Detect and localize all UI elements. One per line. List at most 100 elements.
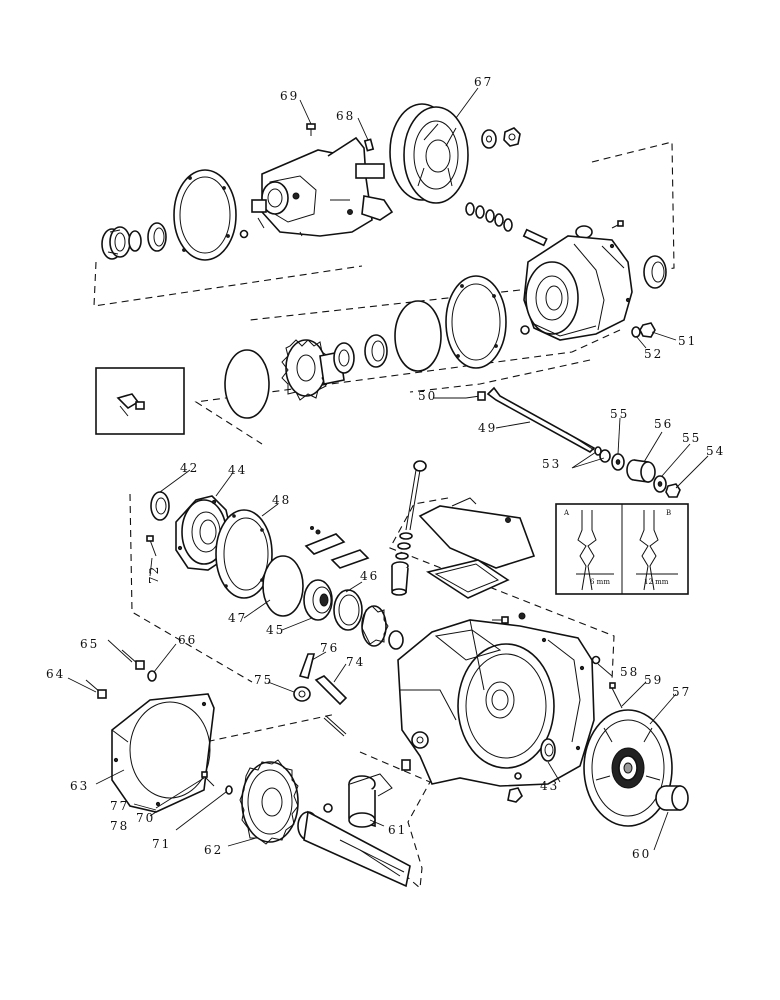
middle-gasket — [445, 275, 507, 369]
callout-57: 57 — [672, 685, 691, 699]
dipstick — [395, 460, 427, 560]
callout-69: 69 — [280, 89, 299, 103]
dowel-pin — [522, 228, 548, 247]
seal-42 — [150, 491, 170, 521]
callout-63: 63 — [70, 779, 89, 793]
shift-shaft-74 — [314, 675, 348, 737]
callout-64: 64 — [46, 667, 65, 681]
callout-72: 72 — [147, 565, 161, 584]
cover-screw — [492, 612, 526, 624]
shim-46 — [333, 589, 363, 631]
housing-o-ring — [520, 325, 530, 335]
callout-48: 48 — [272, 493, 291, 507]
pin-68 — [363, 138, 375, 152]
small-screw — [611, 220, 624, 229]
drain-plug — [507, 772, 523, 803]
inset-dim-a: 6 mm — [590, 578, 610, 586]
callout-67: 67 — [474, 75, 493, 89]
inset-frame — [95, 367, 185, 435]
callout-54: 54 — [706, 444, 725, 458]
small-o-ring — [239, 229, 249, 239]
callout-50: 50 — [418, 389, 437, 403]
callout-43: 43 — [540, 779, 559, 793]
rear-seal — [643, 255, 667, 289]
inset-label-a: A — [563, 509, 570, 517]
rear-housing — [523, 235, 633, 341]
lower-assembly-dashed-outline — [129, 493, 615, 890]
callout-75: 75 — [254, 673, 273, 687]
callout-44: 44 — [228, 463, 247, 477]
sleeve-61 — [348, 773, 393, 828]
callout-71: 71 — [152, 837, 171, 851]
bolt-50 — [465, 391, 486, 401]
callout-58: 58 — [620, 665, 639, 679]
callout-55b: 55 — [682, 431, 701, 445]
inset-label-b: B — [666, 509, 671, 517]
callout-77: 77 — [110, 799, 129, 813]
nut-51 — [639, 322, 656, 338]
pulley-nut — [503, 127, 521, 147]
control-rod-49 — [486, 386, 596, 453]
clutch-disc — [583, 709, 673, 827]
pulley — [389, 103, 469, 204]
pin-hole — [323, 803, 333, 813]
lever-76 — [293, 653, 316, 702]
callout-74: 74 — [346, 655, 365, 669]
callout-42: 42 — [180, 461, 199, 475]
spacer-56 — [626, 459, 656, 483]
callout-46: 46 — [360, 569, 379, 583]
callout-52: 52 — [644, 347, 663, 361]
pinion-bearing-cup — [364, 334, 388, 368]
pump-housing — [251, 136, 394, 237]
middle-to-lower-dashed-link — [409, 359, 591, 393]
release-bearing-60 — [655, 785, 689, 811]
callout-51: 51 — [678, 334, 697, 348]
dipstick-tube — [391, 561, 409, 596]
inset-dim-b: 12 mm — [644, 578, 669, 586]
bevel-pinion-gear — [281, 339, 345, 401]
output-shaft — [297, 810, 411, 888]
washer-66 — [147, 670, 157, 682]
callout-62: 62 — [204, 843, 223, 857]
callout-59: 59 — [644, 673, 663, 687]
callout-68: 68 — [336, 109, 355, 123]
o-ring-47 — [262, 555, 304, 617]
inset-labels: A B 6 mm 12 mm — [563, 509, 671, 586]
callout-53: 53 — [542, 457, 561, 471]
callout-76: 76 — [320, 641, 339, 655]
callout-45: 45 — [266, 623, 285, 637]
large-o-ring-right — [394, 300, 442, 372]
callout-47: 47 — [228, 611, 247, 625]
small-bevel-gear — [361, 605, 404, 650]
bell-housing-63 — [111, 693, 215, 813]
bearing-cup — [147, 222, 167, 252]
washer-55-lower — [653, 475, 667, 493]
ring-gear-62 — [239, 759, 299, 845]
washer-55-upper — [611, 453, 625, 471]
housing-seal-43 — [540, 738, 556, 762]
pinion-bearing-cone — [333, 342, 355, 374]
callout-labels: 69 68 67 51 52 50 49 53 55 56 55 54 42 4… — [46, 75, 725, 861]
washers-53 — [594, 446, 611, 463]
washer-71 — [225, 785, 233, 795]
screw-70 — [201, 771, 215, 787]
leader-lines — [67, 87, 709, 851]
callout-56: 56 — [654, 417, 673, 431]
cover-gasket — [426, 559, 510, 599]
upper-assembly-dashed-outline — [93, 141, 675, 307]
bearing-cone — [101, 226, 131, 260]
oil-seal-ring — [128, 230, 142, 252]
gasket-48 — [215, 509, 273, 599]
stud — [401, 759, 411, 771]
callout-70: 70 — [136, 811, 155, 825]
wear-plates — [304, 526, 370, 569]
pulley-washer — [481, 129, 497, 149]
callout-49: 49 — [478, 421, 497, 435]
bolt-59 — [609, 682, 623, 709]
upper-gasket — [173, 169, 237, 261]
callout-61: 61 — [388, 823, 407, 837]
shim-washers — [465, 202, 513, 232]
bearing-45 — [303, 579, 333, 621]
bolt-65 — [121, 649, 145, 670]
